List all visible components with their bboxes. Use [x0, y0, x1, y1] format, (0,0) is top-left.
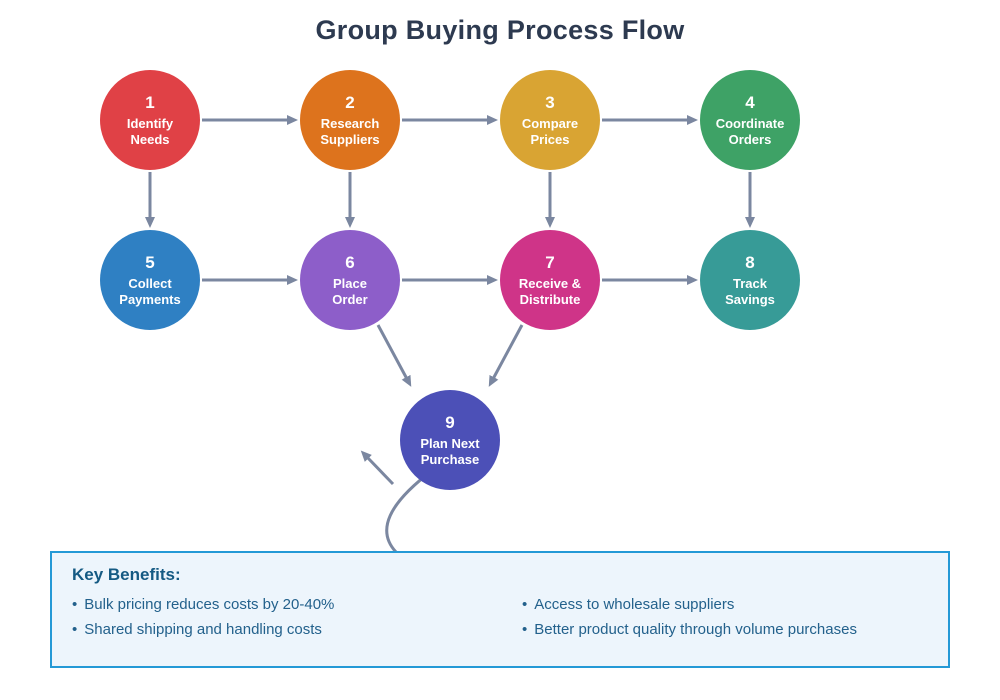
node-label: Research Suppliers [320, 115, 380, 147]
process-node-7: 7 Receive & Distribute [500, 230, 600, 330]
benefit-text: Shared shipping and handling costs [84, 621, 322, 638]
process-node-1: 1 Identify Needs [100, 70, 200, 170]
node-number: 3 [545, 92, 555, 112]
benefit-text: Better product quality through volume pu… [534, 621, 857, 638]
node-label: Track Savings [725, 275, 775, 307]
bullet-icon: • [522, 621, 528, 638]
process-node-3: 3 Compare Prices [500, 70, 600, 170]
benefit-item: • Bulk pricing reduces costs by 20-40% [72, 592, 522, 617]
node-label: Identify Needs [126, 115, 174, 147]
node-number: 2 [345, 92, 355, 112]
benefits-right-column: • Access to wholesale suppliers • Better p… [522, 592, 932, 642]
benefit-text: Bulk pricing reduces costs by 20-40% [84, 596, 335, 613]
bullet-icon: • [72, 596, 78, 613]
process-node-2: 2 Research Suppliers [300, 70, 400, 170]
node-number: 8 [745, 252, 755, 272]
diagram-title: Group Buying Process Flow [315, 15, 685, 45]
bullet-icon: • [522, 596, 528, 613]
node-label: Collect Payments [119, 275, 181, 307]
benefit-item: • Shared shipping and handling costs [72, 617, 522, 642]
bullet-icon: • [72, 621, 78, 638]
node-label: Place Order [332, 275, 368, 307]
node-number: 6 [345, 252, 355, 272]
benefits-left-column: • Bulk pricing reduces costs by 20-40% • S… [72, 592, 522, 642]
node-number: 1 [145, 92, 155, 112]
benefit-text: Access to wholesale suppliers [534, 596, 735, 613]
node-number: 4 [745, 92, 755, 112]
benefits-title: Key Benefits: [72, 565, 181, 584]
node-label: Compare Prices [521, 115, 579, 147]
process-node-4: 4 Coordinate Orders [700, 70, 800, 170]
process-node-9: 9 Plan Next Purchase [400, 390, 500, 490]
process-node-5: 5 Collect Payments [100, 230, 200, 330]
node-number: 9 [445, 412, 455, 432]
node-number: 5 [145, 252, 155, 272]
benefit-item: • Access to wholesale suppliers [522, 592, 932, 617]
benefit-item: • Better product quality through volume p… [522, 617, 932, 642]
node-label: Receive & Distribute [518, 275, 582, 307]
edge-9-loop-arrow [360, 450, 395, 486]
edge-7-9 [488, 324, 524, 387]
process-node-6: 6 Place Order [300, 230, 400, 330]
node-label: Coordinate Orders [715, 115, 785, 147]
benefits-columns: • Bulk pricing reduces costs by 20-40% • S… [72, 592, 928, 642]
node-label: Plan Next Purchase [420, 435, 480, 467]
benefits-panel: Key Benefits: • Bulk pricing reduces cost… [50, 551, 950, 668]
process-node-8: 8 Track Savings [700, 230, 800, 330]
edge-6-9 [376, 324, 412, 387]
node-number: 7 [545, 252, 555, 272]
